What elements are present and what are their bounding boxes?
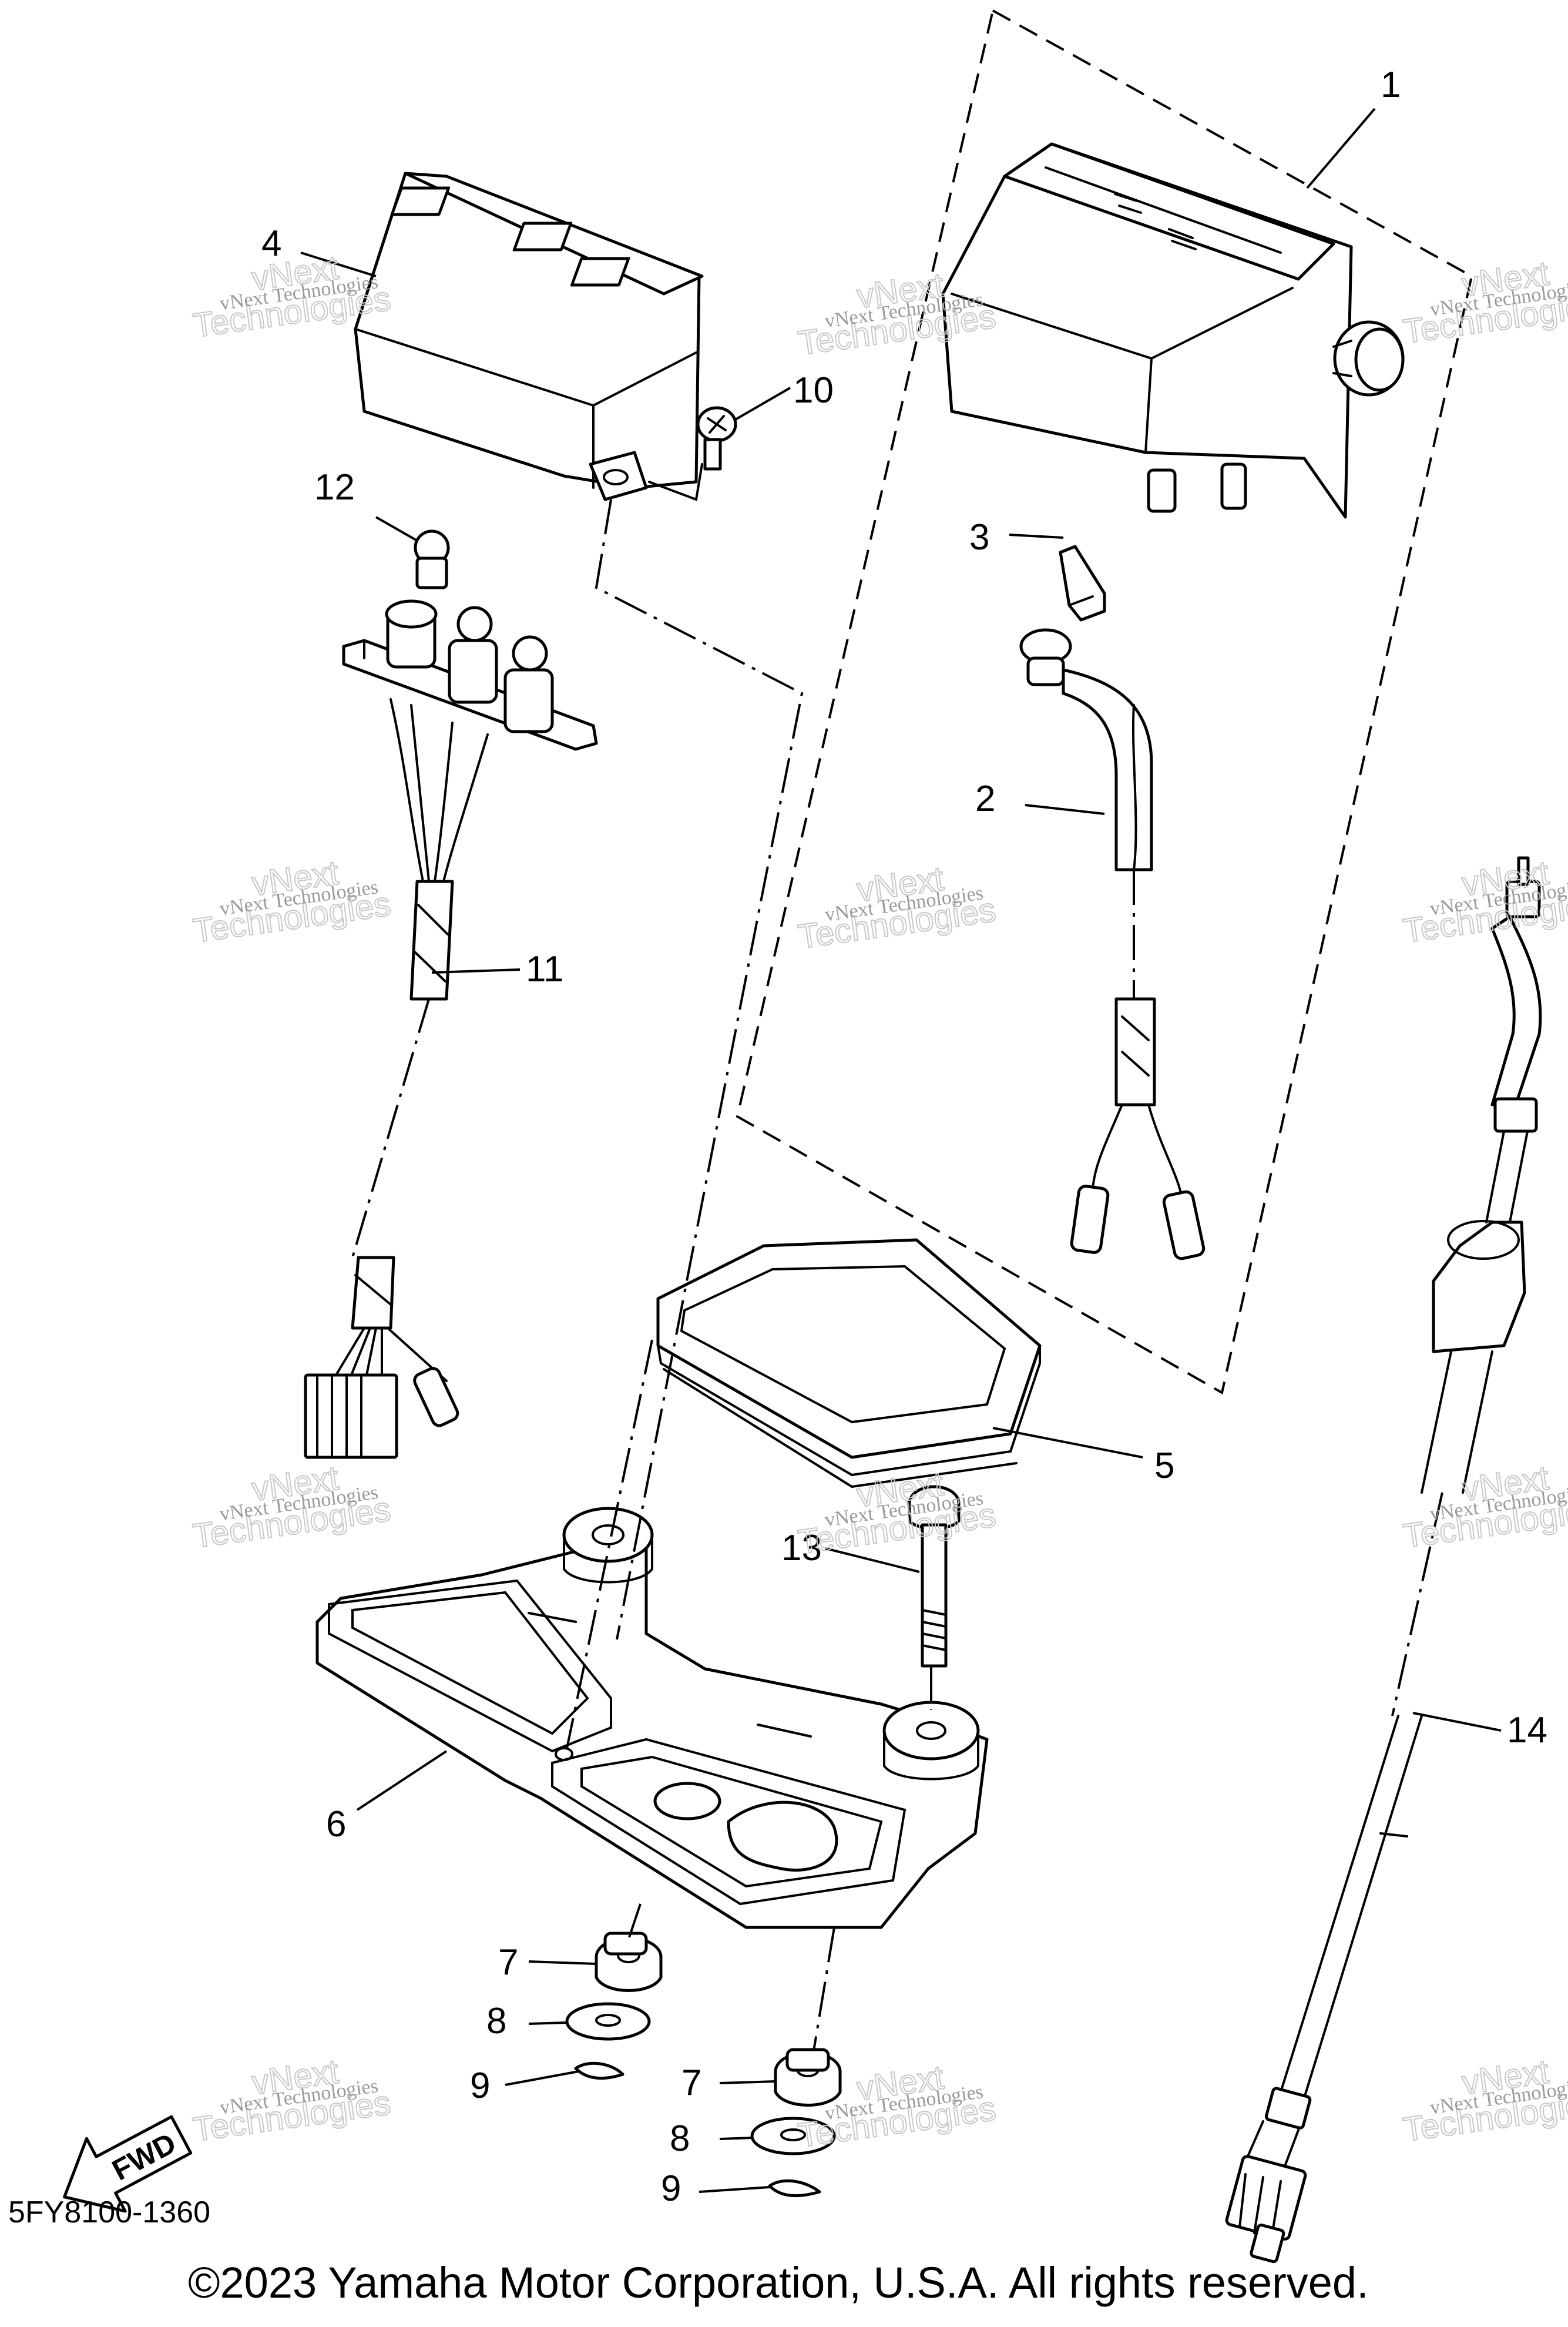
clip-part-left[interactable]: [574, 2061, 624, 2080]
callout-9a: 9: [470, 2066, 490, 2106]
damper-part-right[interactable]: [774, 2048, 842, 2107]
callout-7a: 7: [498, 1942, 518, 1983]
callout-4: 4: [261, 223, 281, 264]
callout-8b: 8: [670, 2118, 690, 2159]
washer-part-right[interactable]: [750, 2117, 836, 2155]
callout-2: 2: [975, 779, 995, 819]
clip-part-right[interactable]: [768, 2179, 821, 2198]
assembly-line-bracket: [566, 1339, 653, 1749]
washer-part-left[interactable]: [565, 2002, 651, 2041]
callout-8a: 8: [486, 2001, 506, 2041]
callout-9b: 9: [661, 2168, 681, 2209]
assembly-group-outline: [736, 8, 1473, 1395]
assembly-line-damper-right: [812, 1927, 835, 2051]
screw-part[interactable]: [696, 406, 737, 471]
callout-12: 12: [314, 467, 355, 508]
assembly-line-housing: [595, 499, 804, 1640]
indicator-housing-part[interactable]: [354, 172, 704, 501]
assembly-line-damper-left: [627, 1903, 642, 1940]
callout-14: 14: [1507, 1710, 1547, 1751]
callout-7b: 7: [681, 2063, 701, 2103]
socket-harness-part[interactable]: [304, 599, 598, 1459]
callout-5: 5: [1154, 1446, 1174, 1486]
callout-13: 13: [781, 1528, 822, 1568]
callout-1: 1: [1381, 65, 1401, 105]
socket-cord-part[interactable]: [1019, 628, 1206, 1260]
meter-assembly-part[interactable]: [941, 142, 1405, 519]
screw-guide-line: [648, 463, 703, 501]
cover-gasket-part[interactable]: [656, 1238, 1042, 1488]
small-bulb-part[interactable]: [414, 529, 450, 589]
diagram-code: 5FY8100-1360: [8, 2195, 211, 2229]
copyright-notice: ©2023 Yamaha Motor Corporation, U.S.A. A…: [188, 2258, 1369, 2307]
callout-10: 10: [793, 370, 834, 411]
callout-11: 11: [526, 949, 563, 990]
meter-bracket-part[interactable]: [315, 1507, 989, 1929]
damper-part-left[interactable]: [595, 1932, 663, 1992]
meter-cable-part[interactable]: [1225, 856, 1542, 2264]
callout-6: 6: [326, 1804, 346, 1845]
bolt-part[interactable]: [908, 1485, 961, 1668]
bulb-part[interactable]: [1059, 545, 1106, 622]
callout-3: 3: [969, 517, 989, 558]
